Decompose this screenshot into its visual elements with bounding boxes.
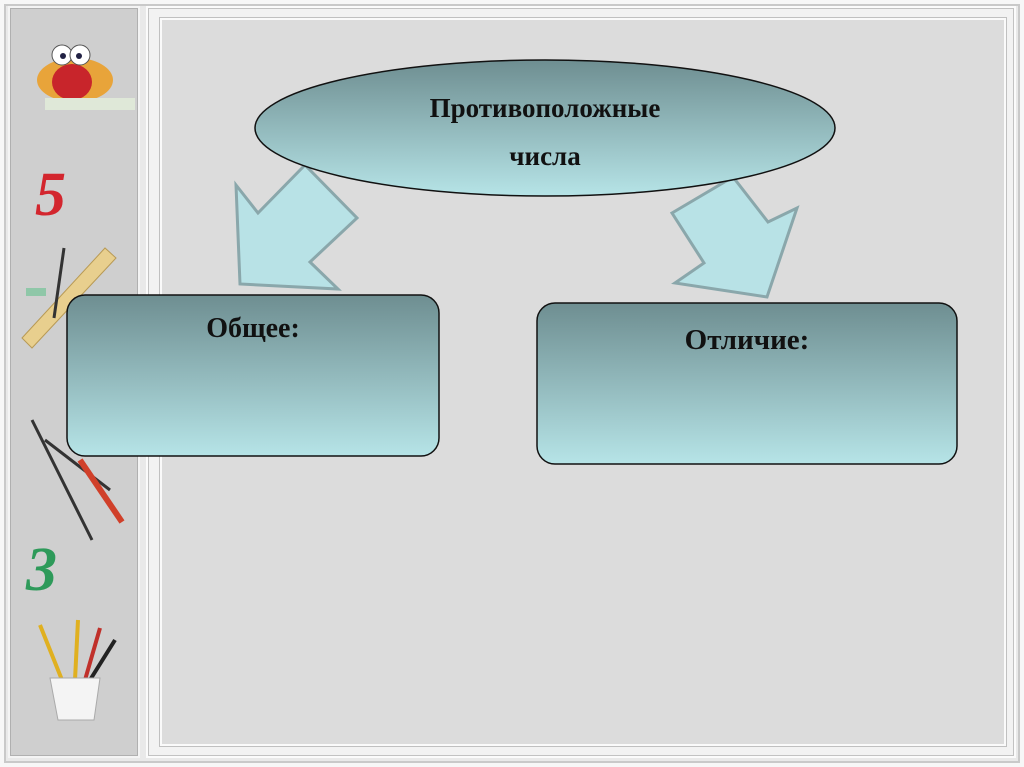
ruler-icon: [21, 247, 117, 349]
common-label: Общее:: [206, 313, 300, 344]
compass-icon: [30, 419, 125, 541]
digit-three-icon: 3: [25, 536, 57, 604]
owl-icon: [37, 44, 135, 110]
title-line-1: Противоположные: [429, 93, 661, 123]
title-text: Противоположные числа: [345, 84, 745, 180]
pencil-cup-icon: [38, 619, 117, 721]
difference-label: Отличие:: [684, 324, 810, 356]
digit-five-icon: 5: [35, 161, 66, 229]
arrow-right-icon: [669, 175, 800, 299]
title-ellipse: [254, 59, 836, 197]
common-box: [66, 294, 440, 457]
title-line-2: числа: [509, 141, 581, 171]
arrow-left-icon: [234, 162, 360, 291]
difference-box: [536, 302, 958, 465]
